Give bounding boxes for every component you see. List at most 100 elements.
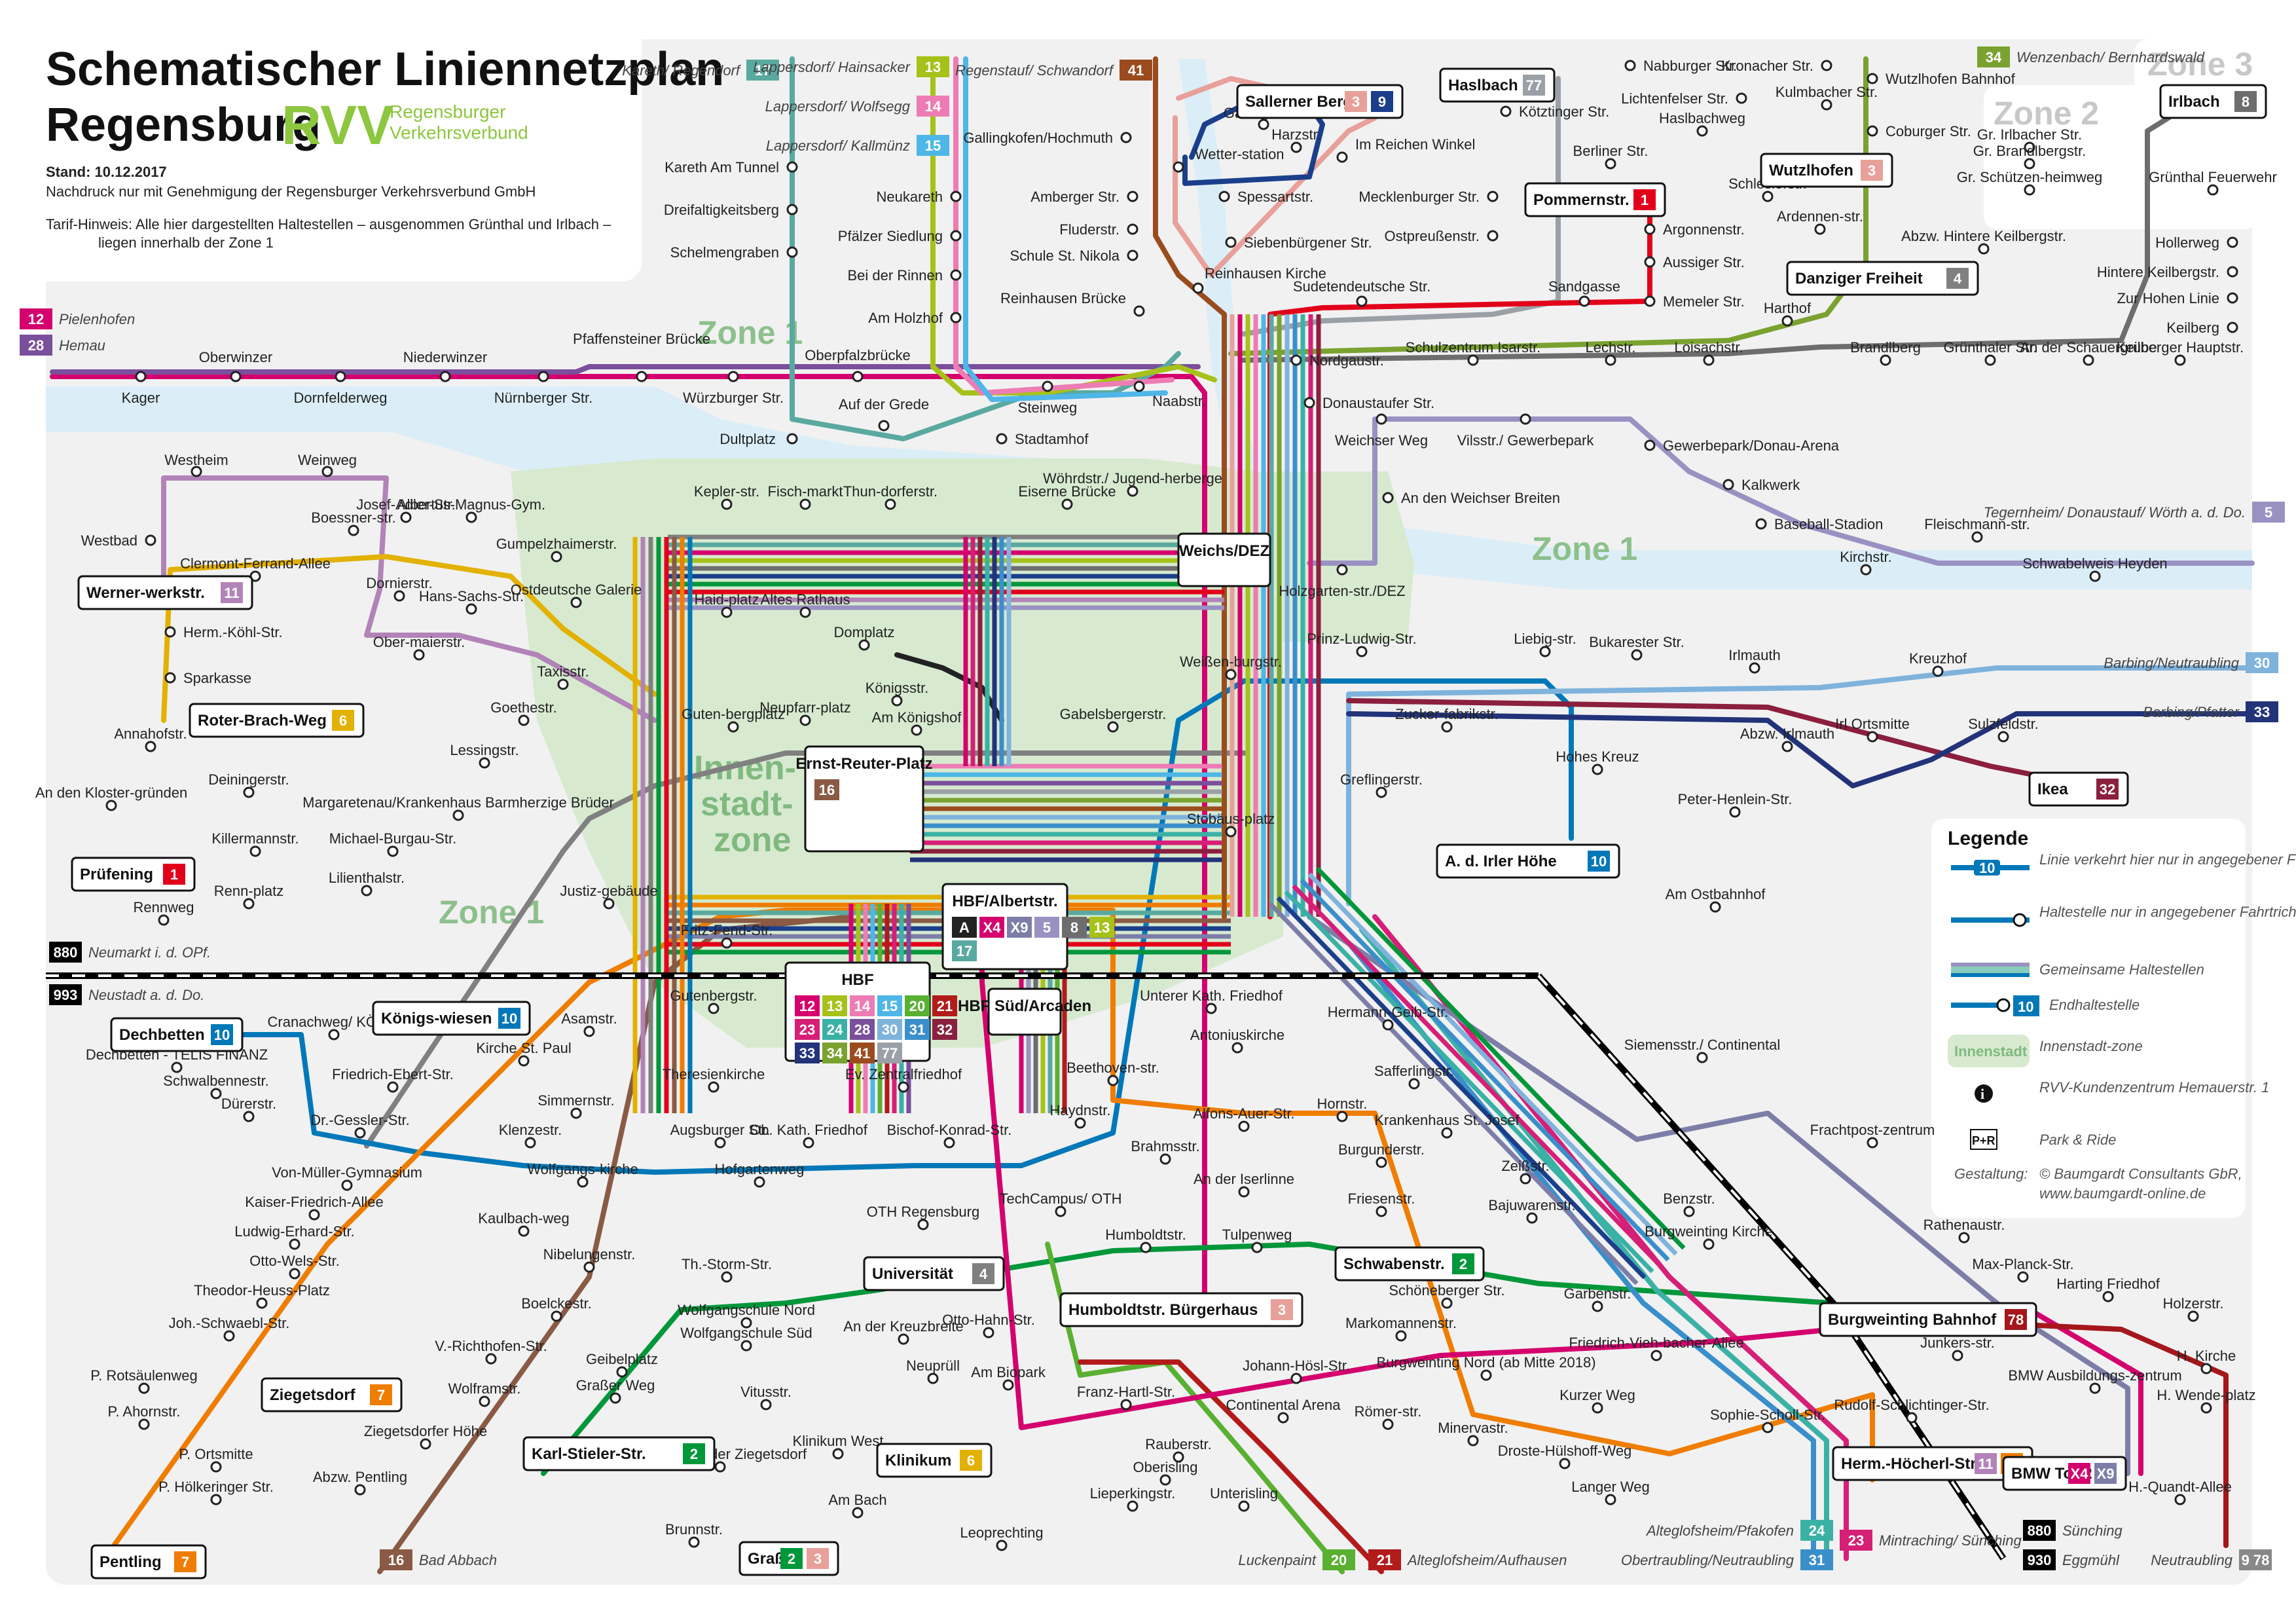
stop-label-am-koenigshof: Am Königshof (872, 709, 962, 726)
stop-kaulbachweg (518, 1225, 530, 1237)
stop-label-weinweg: Weinweg (298, 452, 357, 468)
destination-badge (917, 96, 949, 117)
terminus-badge-label: 77 (1526, 77, 1542, 94)
hub-hbf-badge-13 (822, 995, 847, 1016)
stop-label-oth: OTH Regensburg (867, 1204, 979, 1220)
terminus-badge-label: 6 (967, 1452, 975, 1469)
stop-goethestr (518, 714, 530, 726)
terminus-karl-stieler-str-: Karl-Stieler-Str.2 (522, 1436, 716, 1471)
stop-label-margaretenau: Margaretenau/Krankenhaus Barmherzige Brü… (302, 794, 614, 811)
destination-label: Hemau (59, 337, 105, 354)
hub-hbf-sued: HBF Süd/Arcaden (958, 987, 1091, 1036)
stop-label-lieperkingstr: Lieperkingstr. (1090, 1485, 1176, 1502)
stop-label-klenzestr: Klenzestr. (499, 1122, 562, 1138)
line-a (894, 652, 1004, 723)
terminus-label: Roter-Brach-Weg (198, 712, 327, 729)
stop-label-wetterstation: Wetter-station (1195, 146, 1285, 162)
stop-label-ev-zentralfriedhof: Ev. Zentralfriedhof (845, 1066, 962, 1082)
legend-customer-center: RVV-Kundenzentrum Hemauerstr. 1 (2039, 1079, 2269, 1096)
stop-label-altes-rathaus: Altes Rathaus (761, 591, 850, 608)
stop-label-gruenthal-fw: Grünthal Feuerwehr (2149, 169, 2277, 185)
stop-v-richthofen (485, 1353, 497, 1365)
hub-hbf-albertstr-badge-label-x9: X9 (1011, 919, 1029, 936)
stop-label-otto-wels: Otto-Wels-Str. (249, 1253, 340, 1269)
stop-gewerbepark (1644, 439, 1656, 451)
stop-label-safferlingstr: Safferlingstr. (1374, 1063, 1454, 1079)
stop-label-auf-der-grede: Auf der Grede (839, 396, 929, 413)
stop-label-rathenaustr: Rathenaustr. (1923, 1217, 2005, 1233)
stop-label-spessartstr: Spessartstr. (1237, 189, 1313, 205)
stop-nuernberger (538, 371, 549, 382)
stop-dornierstr (393, 590, 405, 602)
stop-wuerzburger (727, 371, 739, 382)
stop-auf-der-grede (878, 420, 890, 432)
stop-gumpelzhaimer (551, 551, 562, 563)
stop-vilsstr (1520, 413, 1531, 425)
stop-bajuwarenstr (1526, 1212, 1538, 1224)
hub-hbf-badge-28 (850, 1019, 875, 1040)
bundle-line-24 (1284, 890, 1654, 1274)
terminus-badge (174, 1551, 196, 1572)
stop-label-am-biopark: Am Biopark (971, 1364, 1046, 1380)
terminus-badge (1861, 160, 1883, 181)
hub-hbf-albertstr-badge-x4 (979, 917, 1004, 938)
line-x4 (979, 914, 2143, 1476)
terminus-badge-label: 7 (377, 1387, 385, 1403)
stop-label-oberpfalzbruecke: Oberpfalzbrücke (805, 347, 910, 363)
stop-label-neupfarrplatz: Neupfarr-platz (759, 699, 850, 716)
stop-label-an-der-iserlinne: An der Iserlinne (1194, 1171, 1294, 1187)
stop-label-bischof-konrad: Bischof-Konrad-Str. (887, 1122, 1012, 1138)
hub-hbf-albertstr-badge-label-a: A (959, 919, 970, 936)
destination-badge-label: 880 (54, 944, 78, 961)
terminus-label: Humboldtstr. Bürgerhaus (1068, 1301, 1258, 1319)
stop-label-haslbachweg: Haslbachweg (1659, 110, 1745, 126)
innenstadt-label-3: zone (714, 821, 791, 859)
stop-label-bajuwarenstr: Bajuwarenstr. (1488, 1197, 1575, 1213)
hub-hbf-badge-21 (932, 995, 957, 1016)
stop-label-haidplatz: Haid-platz (694, 591, 759, 608)
hub-hbf-albertstr-badge-label-8: 8 (1070, 919, 1078, 936)
stop-sudetendeutsche (1356, 295, 1368, 307)
destination-badge-label: 21 (1377, 1552, 1393, 1568)
terminus-label: Irlbach (2168, 93, 2220, 111)
terminus-badge (1588, 851, 1610, 872)
stop-dornfelderweg (335, 371, 346, 382)
stop-burgunderstr (1376, 1156, 1387, 1168)
stop-eiserne (1061, 498, 1073, 510)
stop-gutenbergplatz (727, 721, 739, 733)
stop-baseball (1755, 518, 1767, 530)
stop-label-reinhausen-kirche: Reinhausen Kirche (1205, 265, 1326, 282)
hub-hbf-badge-24 (822, 1019, 847, 1040)
stop-label-vilsstr: Vilsstr./ Gewerbepark (1457, 432, 1595, 449)
stop-label-kalkwerk: Kalkwerk (1741, 477, 1800, 493)
stop-label-th-storm: Th.-Storm-Str. (682, 1256, 772, 1272)
stop-label-schwabelweis: Schwabelweis Heyden (2022, 555, 2167, 572)
stop-label-kirche-st-paul: Kirche St. Paul (476, 1040, 572, 1056)
destination-badge (1977, 46, 2010, 67)
stop-label-roemerstr: Römer-str. (1355, 1403, 1422, 1420)
stop-label-rudolf-schlichtinger: Rudolf-Schlichtinger-Str. (1834, 1397, 1989, 1413)
destination-badge (49, 984, 82, 1005)
stop-label-tulpenweg: Tulpenweg (1222, 1227, 1292, 1243)
stop-argonnen (1644, 223, 1656, 235)
stop-im-reichen-winkel (1336, 151, 1348, 163)
stop-am-holzhof (950, 312, 962, 323)
terminus-badge-label: 9 (1378, 94, 1386, 110)
terminus-badge (370, 1384, 392, 1405)
stop-label-rennplatz: Renn-platz (214, 883, 283, 899)
stop-liebigstr (1539, 646, 1551, 657)
terminus-badge (780, 1548, 803, 1569)
stop-ahornstr (138, 1418, 150, 1430)
stop-label-unterisling: Unterisling (1210, 1485, 1278, 1502)
stop-label-siemensstr: Siemensstr./ Continental (1624, 1037, 1780, 1053)
stop-label-continental-arena: Continental Arena (1226, 1397, 1341, 1413)
stop-label-rauberstr: Rauberstr. (1145, 1436, 1212, 1452)
stop-justiz (603, 898, 615, 910)
stop-label-unterer-kath: Unterer Kath. Friedhof (1140, 987, 1283, 1004)
stop-brunnstr (688, 1536, 700, 1548)
